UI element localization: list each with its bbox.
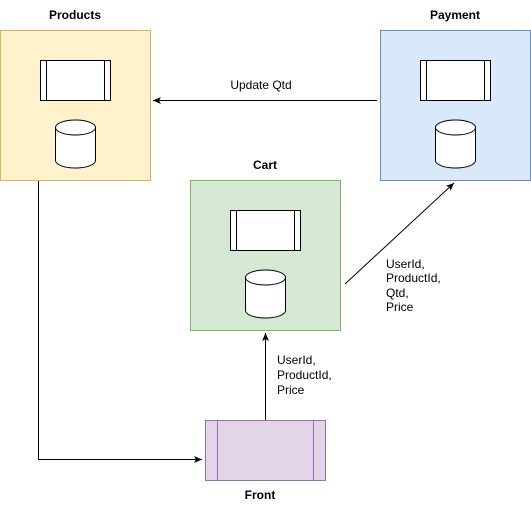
cart-title: Cart <box>253 158 277 172</box>
cart-payment-label-line-1: UserId, <box>386 257 425 271</box>
cart-database-icon <box>245 269 286 319</box>
products-node[interactable]: Products <box>0 8 151 181</box>
products-process-icon <box>40 60 111 101</box>
update-qtd-label: Update Qtd <box>230 78 291 92</box>
front-node[interactable]: Front <box>205 420 326 503</box>
edge-front-to-cart[interactable]: UserId, ProductId, Price <box>262 333 332 420</box>
front-cart-label-line-2: ProductId, <box>277 368 332 382</box>
payment-node[interactable]: Payment <box>380 8 531 181</box>
cart-payment-label-line-3: Qtd, <box>386 286 409 300</box>
front-process-box <box>205 420 326 481</box>
edge-payment-to-products[interactable]: Update Qtd <box>153 78 377 104</box>
edge-products-to-front[interactable] <box>38 181 203 463</box>
payment-title: Payment <box>430 8 480 22</box>
cart-payment-label-line-4: Price <box>386 300 414 314</box>
front-title: Front <box>245 488 276 502</box>
payment-process-icon <box>420 60 491 101</box>
cart-process-icon <box>230 210 301 251</box>
cart-payment-label-line-2: ProductId, <box>386 271 441 285</box>
products-title: Products <box>49 8 101 22</box>
front-cart-label-line-1: UserId, <box>277 353 316 367</box>
payment-database-icon <box>435 119 476 169</box>
front-cart-label-line-3: Price <box>277 383 305 397</box>
edge-cart-to-payment[interactable]: UserId, ProductId, Qtd, Price <box>344 182 455 314</box>
cart-node[interactable]: Cart <box>190 158 341 331</box>
products-database-icon <box>55 119 96 169</box>
